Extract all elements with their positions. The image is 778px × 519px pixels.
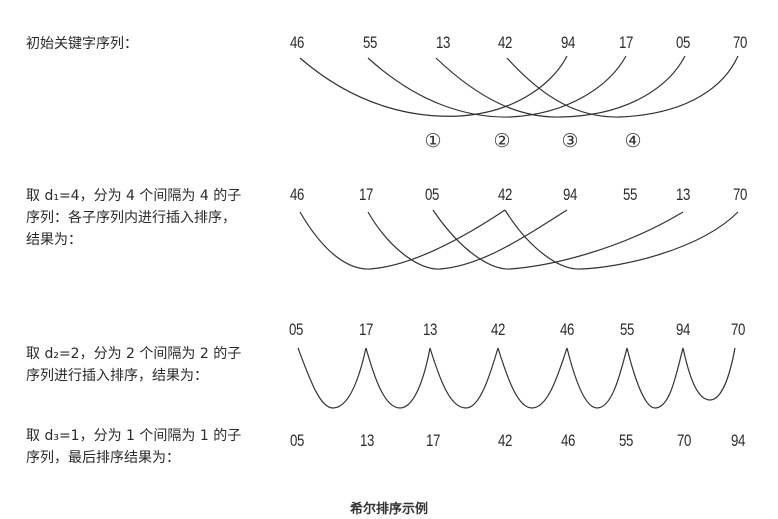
key-value: 42 — [498, 431, 512, 450]
key-value: 46 — [290, 33, 304, 52]
key-value: 13 — [676, 185, 690, 204]
step-d1-label: 取 d₁=4，分为 4 个间隔为 4 的子 序列：各子序列内进行插入排序， 结果… — [26, 185, 241, 251]
key-value: 42 — [498, 33, 512, 52]
group-marker-2: ② — [493, 130, 511, 152]
key-value: 13 — [360, 431, 374, 450]
key-value: 46 — [561, 431, 575, 450]
figure-caption: 希尔排序示例 — [349, 502, 428, 517]
key-value: 55 — [623, 185, 637, 204]
key-value: 70 — [733, 33, 747, 52]
key-value: 13 — [436, 33, 450, 52]
key-value: 94 — [561, 33, 575, 52]
key-value: 13 — [423, 320, 437, 339]
step-d3-label: 取 d₃=1，分为 1 个间隔为 1 的子 序列，最后排序结果为： — [26, 425, 241, 469]
label-line: 序列：各子序列内进行插入排序， — [26, 210, 236, 226]
group-marker-1: ① — [424, 130, 442, 152]
group-marker-3: ③ — [561, 130, 579, 152]
key-value: 17 — [359, 185, 373, 204]
key-value: 70 — [731, 320, 745, 339]
d1-group-arcs — [299, 209, 739, 270]
label-line: 初始关键字序列： — [26, 36, 138, 52]
key-value: 17 — [619, 33, 633, 52]
key-value: 55 — [363, 33, 377, 52]
label-line: 取 d₂=2，分为 2 个间隔为 2 的子 — [26, 346, 242, 362]
label-line: 取 d₁=4，分为 4 个间隔为 4 的子 — [26, 188, 242, 204]
step-d2-label: 取 d₂=2，分为 2 个间隔为 2 的子 序列进行插入排序，结果为： — [26, 343, 241, 387]
key-value: 94 — [676, 320, 690, 339]
key-value: 94 — [731, 431, 745, 450]
key-value: 55 — [620, 320, 634, 339]
d2-group-arcs — [297, 347, 736, 409]
key-value: 94 — [563, 185, 577, 204]
key-value: 05 — [425, 185, 439, 204]
key-value: 46 — [560, 320, 574, 339]
key-value: 05 — [676, 33, 690, 52]
initial-group-arcs — [299, 55, 739, 118]
key-value: 46 — [290, 185, 304, 204]
key-value: 17 — [359, 320, 373, 339]
key-value: 55 — [619, 431, 633, 450]
initial-sequence-label: 初始关键字序列： — [26, 33, 138, 55]
key-value: 70 — [733, 185, 747, 204]
label-line: 取 d₃=1，分为 1 个间隔为 1 的子 — [26, 428, 242, 444]
key-value: 05 — [289, 320, 303, 339]
key-value: 70 — [677, 431, 691, 450]
label-line: 序列，最后排序结果为： — [26, 450, 180, 466]
key-value: 42 — [498, 185, 512, 204]
key-value: 17 — [426, 431, 440, 450]
label-line: 结果为： — [26, 232, 82, 248]
key-value: 42 — [491, 320, 505, 339]
label-line: 序列进行插入排序，结果为： — [26, 368, 208, 384]
group-marker-4: ④ — [624, 130, 642, 152]
key-value: 05 — [290, 431, 304, 450]
